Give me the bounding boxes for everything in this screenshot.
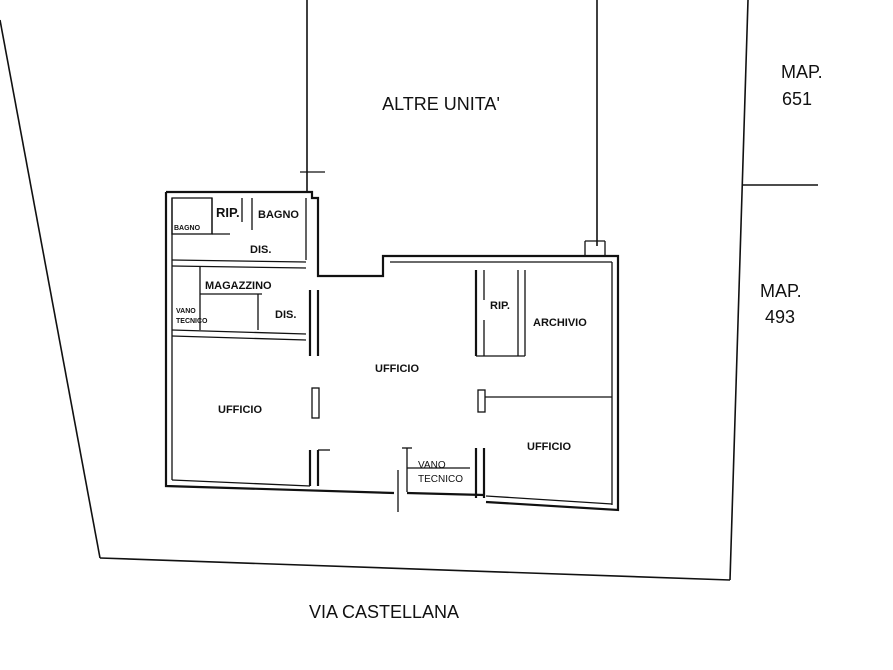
label-map-651-b: 651 — [782, 89, 812, 109]
outer-walls — [164, 190, 620, 512]
label-rip-top: RIP. — [216, 205, 240, 220]
label-vano-tecnico-b: TECNICO — [418, 474, 463, 485]
label-vano-tecnico-small-b: TECNICO — [176, 318, 208, 325]
parcel-boundary — [0, 0, 818, 581]
room-labels: ALTRE UNITA' MAP. 651 MAP. 493 RIP. BAGN… — [174, 62, 823, 622]
label-ufficio-left: UFFICIO — [218, 404, 262, 416]
label-ufficio-center: UFFICIO — [375, 363, 419, 375]
label-dis-top: DIS. — [250, 244, 271, 256]
label-vano-tecnico-small-a: VANO — [176, 308, 196, 315]
interior-walls — [171, 197, 612, 512]
label-rip-mid: RIP. — [490, 300, 510, 312]
label-map-651-a: MAP. — [781, 62, 823, 82]
label-map-493-b: 493 — [765, 307, 795, 327]
label-bagno-top: BAGNO — [258, 209, 299, 221]
label-vano-tecnico-a: VANO — [418, 460, 446, 471]
label-map-493-a: MAP. — [760, 281, 802, 301]
adjacent-unit-lines — [300, 0, 606, 256]
label-altre-unita: ALTRE UNITA' — [382, 94, 500, 114]
label-archivio: ARCHIVIO — [533, 317, 587, 329]
label-dis-mid: DIS. — [275, 309, 296, 321]
label-bagno-left: BAGNO — [174, 225, 201, 232]
label-ufficio-right: UFFICIO — [527, 441, 571, 453]
label-magazzino: MAGAZZINO — [205, 280, 272, 292]
label-street: VIA CASTELLANA — [309, 602, 459, 622]
